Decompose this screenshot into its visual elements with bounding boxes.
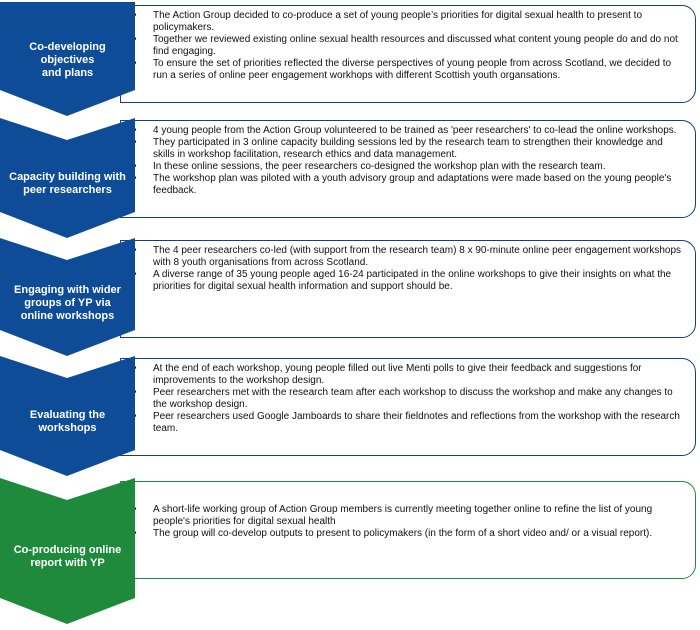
step-label: Capacity building with peer researchers xyxy=(9,171,126,196)
bullet-item: Peer researchers met with the research t… xyxy=(131,387,687,411)
step-panel-5: A short-life working group of Action Gro… xyxy=(120,481,696,579)
bullet-list: 4 young people from the Action Group vol… xyxy=(131,125,687,197)
step-panel-1: The Action Group decided to co-produce a… xyxy=(120,5,696,103)
step-panel-4: At the end of each workshop, young peopl… xyxy=(120,358,696,456)
chevron-fill xyxy=(0,238,135,356)
step-chevron-4: Evaluating the workshops xyxy=(0,356,135,480)
bullet-item: To ensure the set of priorities reflecte… xyxy=(131,58,687,82)
step-label: Evaluating the workshops xyxy=(29,409,106,434)
step-chevron-3: Engaging with wider groups of YP via onl… xyxy=(0,238,135,360)
bullet-item: A short-life working group of Action Gro… xyxy=(131,504,687,528)
chevron-shape xyxy=(0,2,135,116)
chevron-shape xyxy=(0,238,135,356)
bullet-list: A short-life working group of Action Gro… xyxy=(131,504,687,540)
chevron-fill xyxy=(0,478,135,624)
bullet-item: Peer researchers used Google Jamboards t… xyxy=(131,411,687,435)
chevron-fill xyxy=(0,356,135,476)
step-label: Co-producing online report with YP xyxy=(13,544,122,569)
step-chevron-1: Co-developing objectives and plans xyxy=(0,2,135,120)
step-panel-2: 4 young people from the Action Group vol… xyxy=(120,120,696,218)
step-label: Co-developing objectives and plans xyxy=(29,41,106,79)
bullet-item: Together we reviewed existing online sex… xyxy=(131,34,687,58)
chevron-fill xyxy=(0,118,135,238)
step-chevron-5: Co-producing online report with YP xyxy=(0,478,135,628)
bullet-item: They participated in 3 online capacity b… xyxy=(131,137,687,161)
bullet-list: At the end of each workshop, young peopl… xyxy=(131,363,687,435)
chevron-shape xyxy=(0,478,135,624)
bullet-item: In these online sessions, the peer resea… xyxy=(131,161,687,173)
bullet-item: At the end of each workshop, young peopl… xyxy=(131,363,687,387)
bullet-item: The 4 peer researchers co-led (with supp… xyxy=(131,245,687,269)
bullet-list: The Action Group decided to co-produce a… xyxy=(131,10,687,82)
step-panel-3: The 4 peer researchers co-led (with supp… xyxy=(120,240,696,338)
bullet-item: 4 young people from the Action Group vol… xyxy=(131,125,687,137)
chevron-shape xyxy=(0,118,135,238)
bullet-item: The workshop plan was piloted with a you… xyxy=(131,173,687,197)
bullet-item: The group will co-develop outputs to pre… xyxy=(131,528,687,540)
chevron-fill xyxy=(0,2,135,116)
chevron-shape xyxy=(0,356,135,476)
bullet-item: A diverse range of 35 young people aged … xyxy=(131,269,687,293)
bullet-list: The 4 peer researchers co-led (with supp… xyxy=(131,245,687,293)
bullet-item: The Action Group decided to co-produce a… xyxy=(131,10,687,34)
step-label: Engaging with wider groups of YP via onl… xyxy=(14,283,121,322)
step-chevron-2: Capacity building with peer researchers xyxy=(0,118,135,242)
